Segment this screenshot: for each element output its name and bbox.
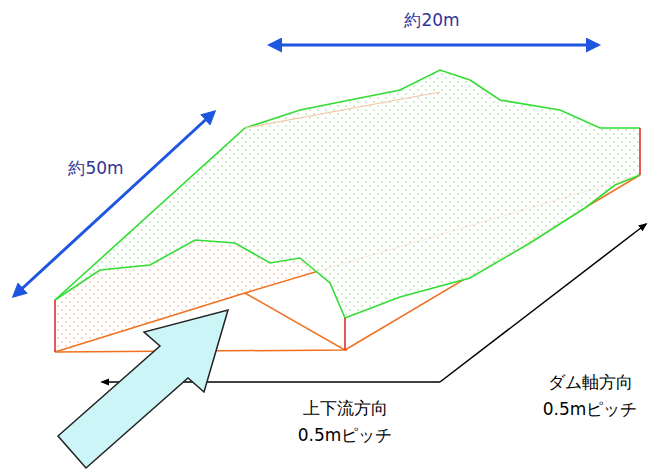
- dimension-arrow: [270, 44, 598, 47]
- dimension-label: 約20m: [402, 10, 461, 30]
- vertical-edge: [639, 128, 641, 175]
- ground-profile: [55, 70, 640, 300]
- vertical-edge: [344, 318, 346, 350]
- ground-surface: [55, 70, 640, 318]
- axis-arrow: [440, 224, 646, 382]
- dimension-label: 約50m: [66, 158, 125, 178]
- axis-label: ダム軸方向: [546, 372, 635, 392]
- dimension-arrow: [14, 112, 214, 296]
- pitch-label: 0.5mピッチ: [296, 425, 395, 445]
- vertical-edge: [54, 300, 56, 352]
- pitch-label: 0.5mピッチ: [541, 399, 640, 419]
- hidden-edge: [245, 92, 440, 128]
- flow-arrow: [58, 310, 228, 468]
- axis-label: 上下流方向: [301, 398, 390, 418]
